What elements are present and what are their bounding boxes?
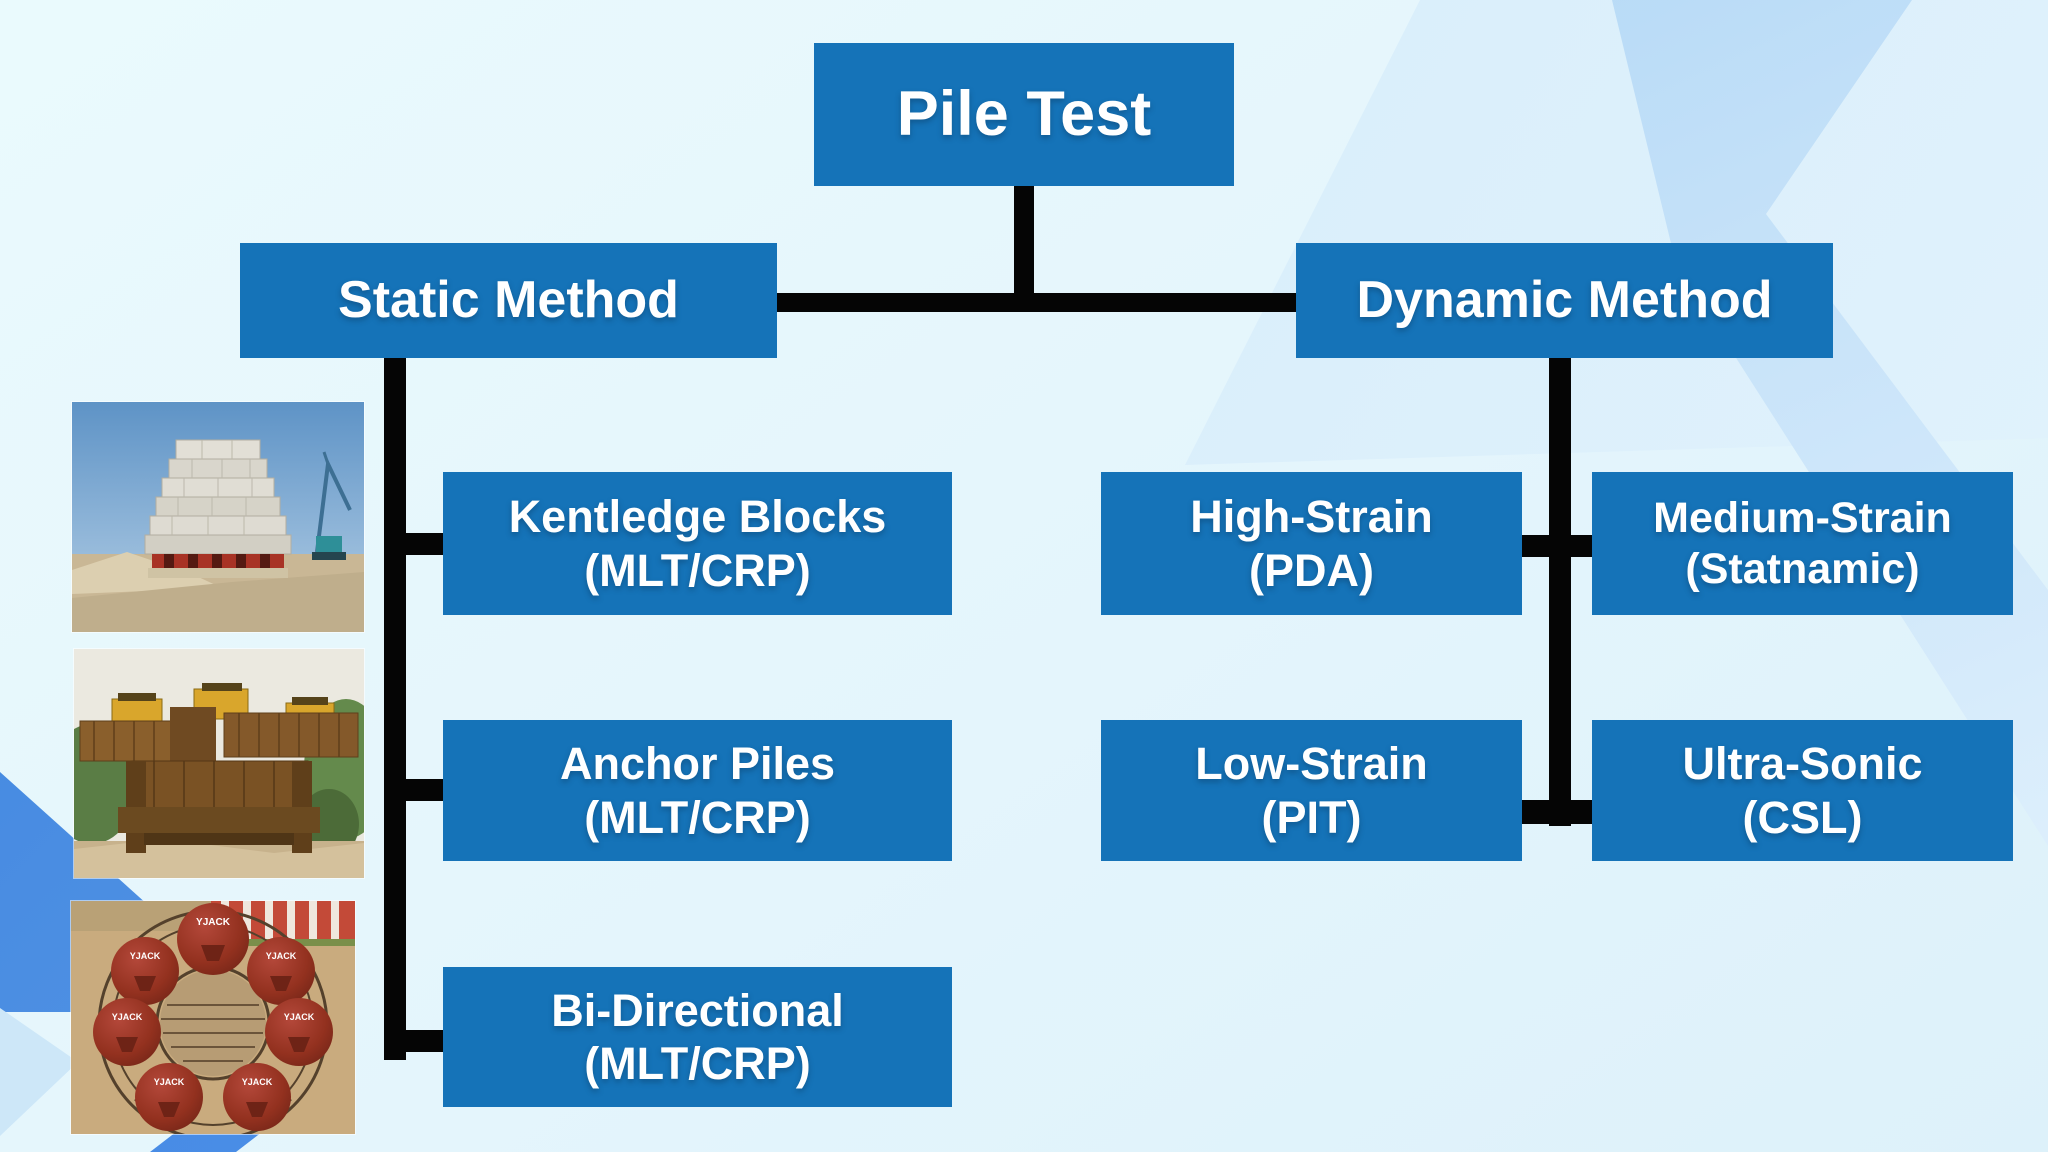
node-ultra-sonic: Ultra-Sonic (CSL) [1592,720,2013,861]
bi-directional-photo: YJACK YJACK YJACK YJACK YJACK YJACK YJAC… [71,901,355,1134]
node-high-strain-subtitle: (PDA) [1249,544,1374,596]
node-bi-directional-title: Bi-Directional [551,984,844,1036]
node-anchor-piles-subtitle: (MLT/CRP) [584,791,811,843]
jack-label-text: YJACK [130,951,161,961]
jack-label-text: YJACK [242,1077,273,1087]
node-bi-directional-subtitle: (MLT/CRP) [584,1038,811,1089]
connector-dynamic-vertical [1549,350,1571,826]
node-medium-strain-subtitle: (Statnamic) [1685,544,1920,593]
node-static-method: Static Method [240,243,777,358]
node-low-strain-title: Low-Strain [1195,738,1428,790]
connector-static-vertical [384,350,406,1060]
node-low-strain: Low-Strain (PIT) [1101,720,1522,861]
anchor-piles-photo [74,649,364,878]
connector-stub-kentledge [384,533,443,555]
node-dynamic-method: Dynamic Method [1296,243,1833,358]
node-ultra-sonic-title: Ultra-Sonic [1682,738,1923,790]
node-pile-test: Pile Test [814,43,1234,186]
connector-stub-strain-row1 [1522,535,1592,557]
node-low-strain-subtitle: (PIT) [1261,791,1362,843]
bi-directional-illustration: YJACK YJACK YJACK YJACK YJACK YJACK YJAC… [71,901,355,1134]
node-medium-strain-title: Medium-Strain [1653,493,1952,542]
node-high-strain-title: High-Strain [1190,491,1433,543]
anchor-piles-illustration [74,649,364,878]
node-anchor-piles-title: Anchor Piles [559,738,836,790]
jack-label-text: YJACK [266,951,297,961]
node-medium-strain: Medium-Strain (Statnamic) [1592,472,2013,615]
connector-main-bus [770,293,1300,312]
kentledge-blocks-photo [72,402,364,632]
connector-stub-strain-row2 [1522,800,1592,824]
node-kentledge-blocks-title: Kentledge Blocks [508,491,887,543]
connector-root-vertical [1014,184,1034,312]
node-pile-test-label: Pile Test [896,79,1152,150]
connector-stub-anchor [384,779,443,801]
node-high-strain: High-Strain (PDA) [1101,472,1522,615]
node-kentledge-blocks: Kentledge Blocks (MLT/CRP) [443,472,952,615]
node-dynamic-method-label: Dynamic Method [1356,270,1773,329]
jack-label-text: YJACK [112,1012,143,1022]
jack-label-text: YJACK [284,1012,315,1022]
connector-stub-bidirectional [384,1030,443,1052]
jack-label-text: YJACK [154,1077,185,1087]
node-kentledge-blocks-subtitle: (MLT/CRP) [584,544,811,596]
node-static-method-label: Static Method [338,270,679,329]
jack-label-text: YJACK [196,917,231,928]
kentledge-blocks-illustration [72,402,364,632]
node-bi-directional: Bi-Directional (MLT/CRP) [443,967,952,1107]
node-ultra-sonic-subtitle: (CSL) [1742,791,1863,843]
node-anchor-piles: Anchor Piles (MLT/CRP) [443,720,952,861]
